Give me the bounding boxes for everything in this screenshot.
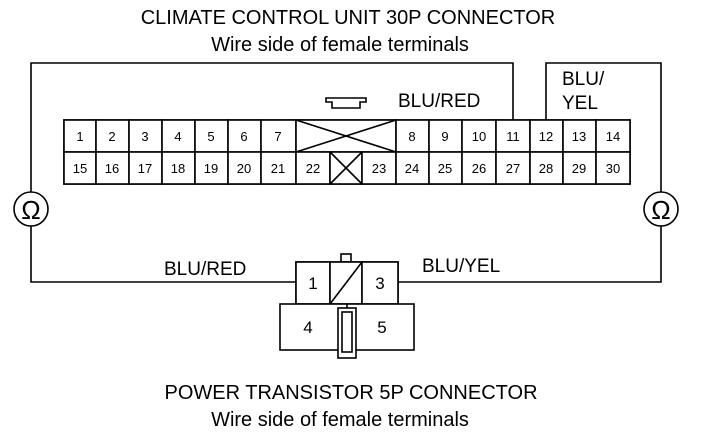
pin-cell-16	[95, 151, 130, 185]
left-test-wire-lower	[30, 226, 296, 283]
pin-label-27: 27	[506, 161, 520, 176]
pin-label-19: 19	[204, 161, 218, 176]
top-connector-title: CLIMATE CONTROL UNIT 30P CONNECTOR	[141, 7, 556, 29]
pin-label-3: 3	[375, 274, 384, 293]
right-test-wire-lower	[398, 226, 662, 283]
top-connector-subtitle: Wire side of female terminals	[211, 34, 469, 56]
connector-latch	[325, 97, 367, 109]
pin-cell-5	[194, 119, 229, 153]
pin-label-4: 4	[303, 318, 312, 337]
pin-label-8: 8	[408, 129, 415, 144]
connector-latch-bottom	[340, 253, 352, 263]
pin-label-25: 25	[438, 161, 452, 176]
pin-label-11: 11	[506, 129, 520, 144]
bottom-connector-subtitle: Wire side of female terminals	[211, 409, 469, 431]
pin-cell-3	[128, 119, 163, 153]
power-transistor-5p-connector: 1 3 4 5	[279, 253, 415, 359]
pin-label-1: 1	[76, 129, 83, 144]
pin-cell-28	[529, 151, 564, 185]
left-ohmmeter: Ω	[13, 191, 49, 227]
slash-mark	[329, 261, 363, 305]
pin-cell-24	[395, 151, 430, 185]
pin-label-28: 28	[539, 161, 553, 176]
pin-label-26: 26	[472, 161, 486, 176]
pin-label-2: 2	[108, 129, 115, 144]
pin-label-20: 20	[237, 161, 251, 176]
pin-label-14: 14	[606, 129, 620, 144]
pin-label-17: 17	[138, 161, 152, 176]
pin-label-12: 12	[539, 129, 553, 144]
left-test-wire	[30, 62, 514, 192]
bottom-connector-title: POWER TRANSISTOR 5P CONNECTOR	[164, 382, 537, 404]
pin-cell-18	[161, 151, 196, 185]
pin-label-30: 30	[606, 161, 620, 176]
pin-label-1: 1	[308, 274, 317, 293]
wire-label-blu-red-bottom: BLU/RED	[164, 259, 246, 280]
pin-cell-1	[295, 261, 331, 305]
climate-control-30p-connector: 1 2 3 4 5 6 7 8 9 10 11 12 13 14 15 16 1…	[63, 97, 631, 185]
pin-cell-30	[595, 151, 631, 185]
pin-cell-29	[562, 151, 597, 185]
wire-label-blu-yel-top-2: YEL	[562, 93, 598, 114]
pin-cell-26	[461, 151, 497, 185]
wire-label-blu-red-top: BLU/RED	[398, 91, 480, 112]
left-ohmmeter-circle	[13, 191, 49, 227]
wires	[30, 62, 662, 283]
pin-label-13: 13	[572, 129, 586, 144]
pin-label-18: 18	[171, 161, 185, 176]
pin-label-21: 21	[271, 161, 285, 176]
pin-label-9: 9	[441, 129, 448, 144]
pin-label-29: 29	[572, 161, 586, 176]
pin-label-23: 23	[372, 161, 386, 176]
blank-cross-b	[295, 119, 397, 153]
right-test-wire	[545, 62, 662, 192]
right-ohmmeter-circle	[643, 191, 679, 227]
pin-label-16: 16	[105, 161, 119, 176]
pin-label-15: 15	[73, 161, 87, 176]
pin-label-22: 22	[306, 161, 320, 176]
wire-label-blu-yel-bottom: BLU/YEL	[422, 256, 500, 277]
pin-label-10: 10	[472, 129, 486, 144]
pin-label-7: 7	[274, 129, 281, 144]
pin-label-24: 24	[405, 161, 419, 176]
pin-cell-6	[227, 119, 262, 153]
blank2-cross-b	[329, 151, 363, 185]
right-ohm-symbol: Ω	[651, 195, 670, 225]
pin-cell-22	[295, 151, 331, 185]
center-key-inner	[341, 311, 353, 353]
pin-cell-4	[161, 119, 196, 153]
pin-label-3: 3	[141, 129, 148, 144]
pin-cell-15	[63, 151, 97, 185]
pin-label-6: 6	[240, 129, 247, 144]
pin-cell-1	[63, 119, 97, 153]
pin-label-4: 4	[174, 129, 181, 144]
pin-cell-23	[361, 151, 397, 185]
wire-label-blu-yel-top-1: BLU/	[562, 69, 605, 90]
pin-label-5: 5	[207, 129, 214, 144]
pin-cell-8	[395, 119, 430, 153]
right-ohmmeter: Ω	[643, 191, 679, 227]
pin-label-5: 5	[377, 318, 386, 337]
left-ohm-symbol: Ω	[21, 195, 40, 225]
